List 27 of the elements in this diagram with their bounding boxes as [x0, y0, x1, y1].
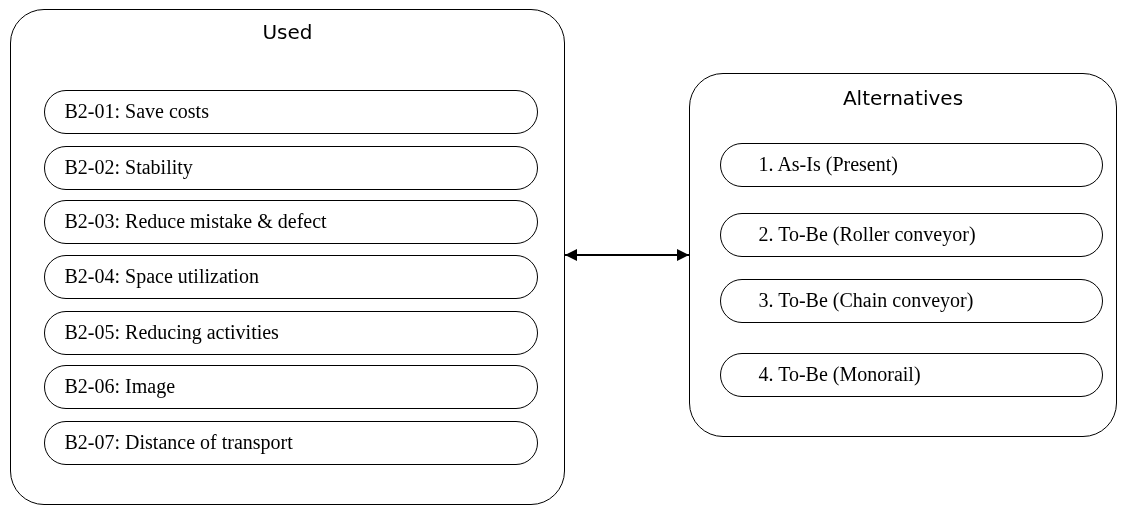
- item-text: B2-05: Reducing activities: [64, 321, 279, 344]
- item-text: B2-01: Save costs: [64, 100, 209, 123]
- group-heading: Alternatives: [841, 86, 965, 110]
- item-text: B2-04: Space utilization: [64, 265, 259, 288]
- item-pill: [43, 199, 538, 244]
- item-pill: [43, 364, 538, 409]
- item-pill: [719, 212, 1103, 257]
- item-text: B2-03: Reduce mistake & defect: [64, 210, 327, 233]
- item-pill: [43, 254, 538, 299]
- item-text: 2. To-Be (Roller conveyor): [758, 223, 976, 246]
- item-pill: [43, 145, 538, 190]
- item-pill: [43, 420, 538, 465]
- item-pill: [43, 310, 538, 355]
- group-heading: Used: [261, 20, 314, 44]
- item-text: B2-06: Image: [64, 375, 176, 398]
- item-text: 3. To-Be (Chain conveyor): [758, 289, 974, 312]
- group-box: [10, 9, 565, 505]
- item-text: B2-07: Distance of transport: [64, 431, 293, 454]
- item-text: 1. As-Is (Present): [758, 153, 898, 176]
- item-pill: [43, 89, 538, 134]
- item-pill: [719, 142, 1103, 187]
- item-text: 4. To-Be (Monorail): [758, 363, 921, 386]
- group-box: [689, 73, 1117, 437]
- item-pill: [719, 278, 1103, 323]
- item-pill: [719, 352, 1103, 397]
- item-text: B2-02: Stability: [64, 156, 193, 179]
- double-arrow: [564, 249, 690, 261]
